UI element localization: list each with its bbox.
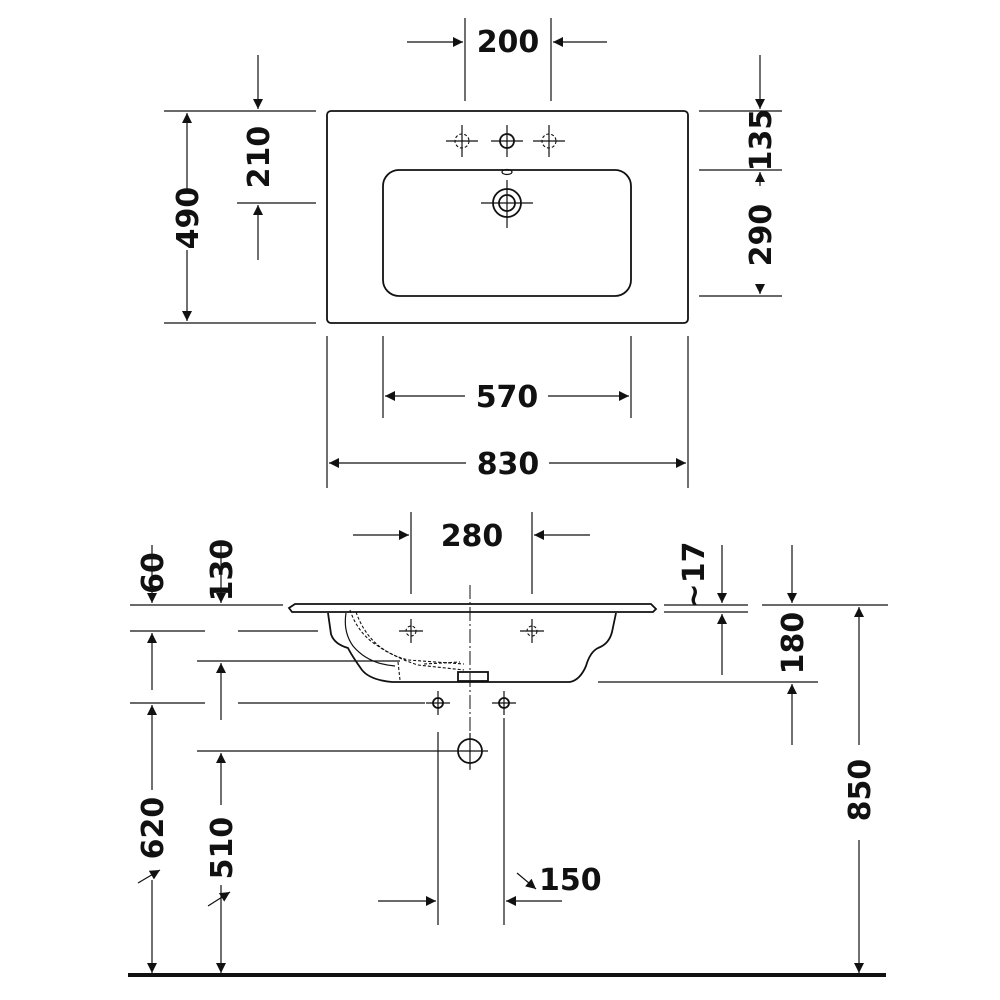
dim-overall-width: 830 — [326, 336, 689, 488]
drain-channel — [349, 609, 465, 665]
dim-label-830: 830 — [477, 447, 540, 482]
dim-label-130: 130 — [205, 539, 240, 602]
dim-waste-height-510: 510 — [197, 750, 452, 973]
dim-label-570: 570 — [476, 380, 539, 415]
basin-rim — [287, 603, 658, 613]
dim-tap-hole-spacing: 200 — [407, 18, 607, 101]
tap-hole-right-icon — [533, 125, 565, 157]
dim-label-510: 510 — [205, 817, 240, 880]
dim-rim-thickness: 60 — [130, 545, 318, 690]
drain-channel-lower — [355, 611, 465, 671]
dim-label-290: 290 — [744, 204, 779, 267]
dim-overall-depth: 490 — [164, 110, 316, 324]
waste-outlet — [457, 671, 489, 682]
dim-rim-to-overflow: 130 — [197, 539, 400, 720]
dim-label-200: 200 — [477, 25, 540, 60]
dim-bowl-depth: 290 — [744, 204, 779, 294]
dim-front-to-tap-row: 210 — [237, 55, 316, 260]
front-view: 280 60 130 ~17 — [128, 512, 888, 977]
drain-channel-bottom — [397, 661, 461, 681]
basin-outline — [326, 110, 689, 324]
wall-drain-icon — [452, 733, 488, 769]
supply-valve-left-icon — [426, 691, 450, 715]
tap-hole-left-icon — [446, 125, 478, 157]
dim-rim-overhang: ~17 — [664, 542, 748, 675]
dim-trap-spacing: 150 — [378, 718, 602, 925]
dim-label-180: 180 — [776, 612, 811, 675]
dim-label-60: 60 — [136, 552, 171, 594]
dim-bowl-width: 570 — [382, 336, 632, 418]
dim-label-490: 490 — [171, 187, 206, 250]
dim-waste-height-620: 620 — [130, 702, 425, 973]
dim-label-850: 850 — [843, 759, 878, 822]
side-tap-right-icon — [520, 619, 544, 643]
dim-overall-height: 850 — [843, 607, 878, 973]
basin-inner-wall — [344, 612, 396, 667]
dim-label-280: 280 — [441, 519, 504, 554]
dim-back-to-bowl: 135 — [699, 55, 782, 297]
dim-label-17: ~17 — [677, 542, 712, 609]
supply-valve-right-icon — [492, 691, 516, 715]
dim-label-620: 620 — [136, 797, 171, 860]
side-tap-left-icon — [399, 619, 423, 643]
dim-bowl-height: 180 — [598, 545, 888, 745]
basin-body — [327, 612, 617, 683]
dim-label-150: 150 — [539, 863, 602, 898]
overflow-icon — [501, 168, 513, 176]
dim-label-135: 135 — [744, 109, 779, 172]
top-view: 200 490 210 135 290 — [164, 18, 782, 488]
tap-hole-center-icon — [491, 125, 523, 157]
drain-icon — [481, 180, 533, 228]
dim-side-tap-spacing: 280 — [353, 512, 590, 594]
dim-label-210: 210 — [242, 126, 277, 189]
